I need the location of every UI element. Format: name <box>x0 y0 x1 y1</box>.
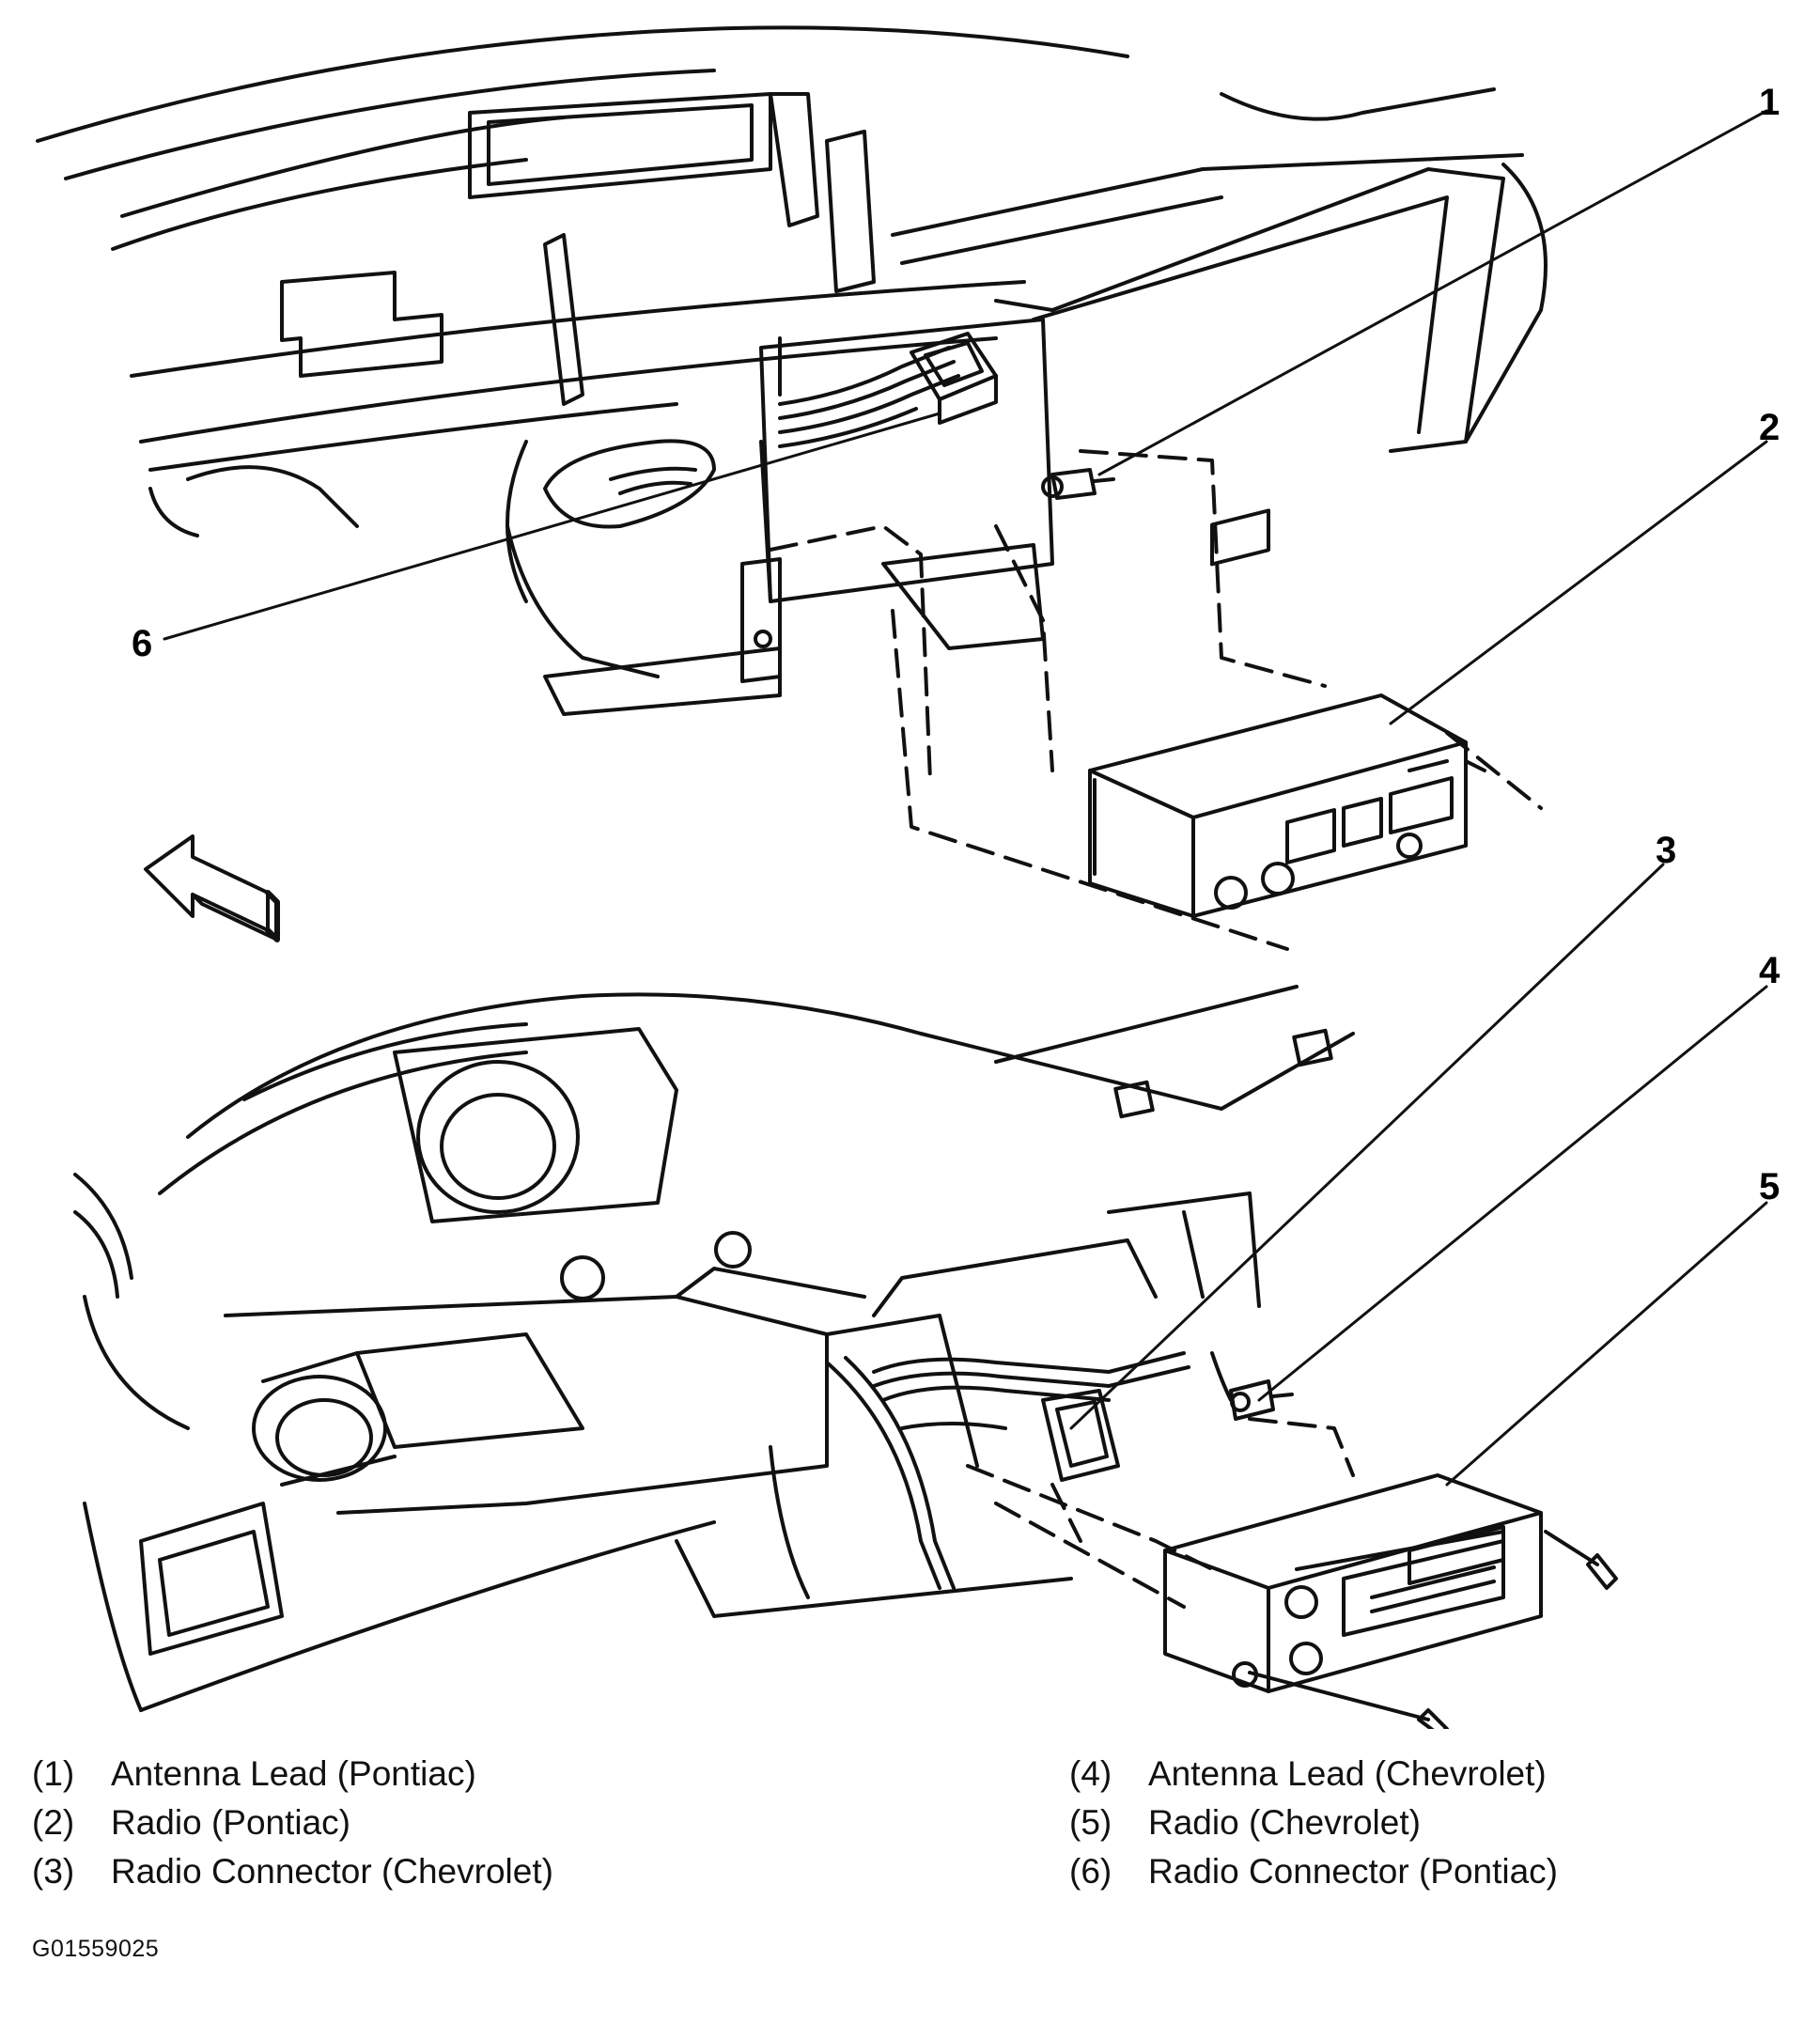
figure-id: G01559025 <box>32 1936 160 1962</box>
legend-label: Antenna Lead (Pontiac) <box>111 1754 476 1793</box>
pontiac-radio-unit <box>1088 508 1486 918</box>
legend-label: Radio (Chevrolet) <box>1148 1803 1421 1842</box>
legend-label: Radio (Pontiac) <box>111 1803 351 1842</box>
callout-1: 1 <box>1759 82 1780 123</box>
legend-number: (6) <box>1069 1852 1112 1891</box>
forward-direction-arrow-icon <box>144 834 280 942</box>
callout-6: 6 <box>132 623 152 664</box>
callout-leader-lines <box>163 109 1768 1487</box>
parts-legend: (1) Antenna Lead (Pontiac) (2) Radio (Po… <box>32 1750 1780 1909</box>
legend-label: Radio Connector (Chevrolet) <box>111 1852 553 1891</box>
chevrolet-dash-view <box>73 985 1355 1712</box>
radio-installation-illustration: 1 2 3 4 5 6 <box>36 25 1781 1729</box>
pontiac-dash-view <box>36 25 1548 951</box>
legend-number: (1) <box>32 1754 75 1793</box>
chevrolet-radio-unit <box>1163 1473 1618 1729</box>
callout-5: 5 <box>1759 1166 1780 1207</box>
callout-3: 3 <box>1656 830 1676 871</box>
legend-number: (4) <box>1069 1754 1112 1793</box>
legend-label: Radio Connector (Pontiac) <box>1148 1852 1558 1891</box>
legend-number: (5) <box>1069 1803 1112 1842</box>
callout-4: 4 <box>1759 950 1781 991</box>
legend-number: (2) <box>32 1803 75 1842</box>
legend-number: (3) <box>32 1852 75 1891</box>
callout-2: 2 <box>1759 407 1780 448</box>
legend-label: Antenna Lead (Chevrolet) <box>1148 1754 1547 1793</box>
